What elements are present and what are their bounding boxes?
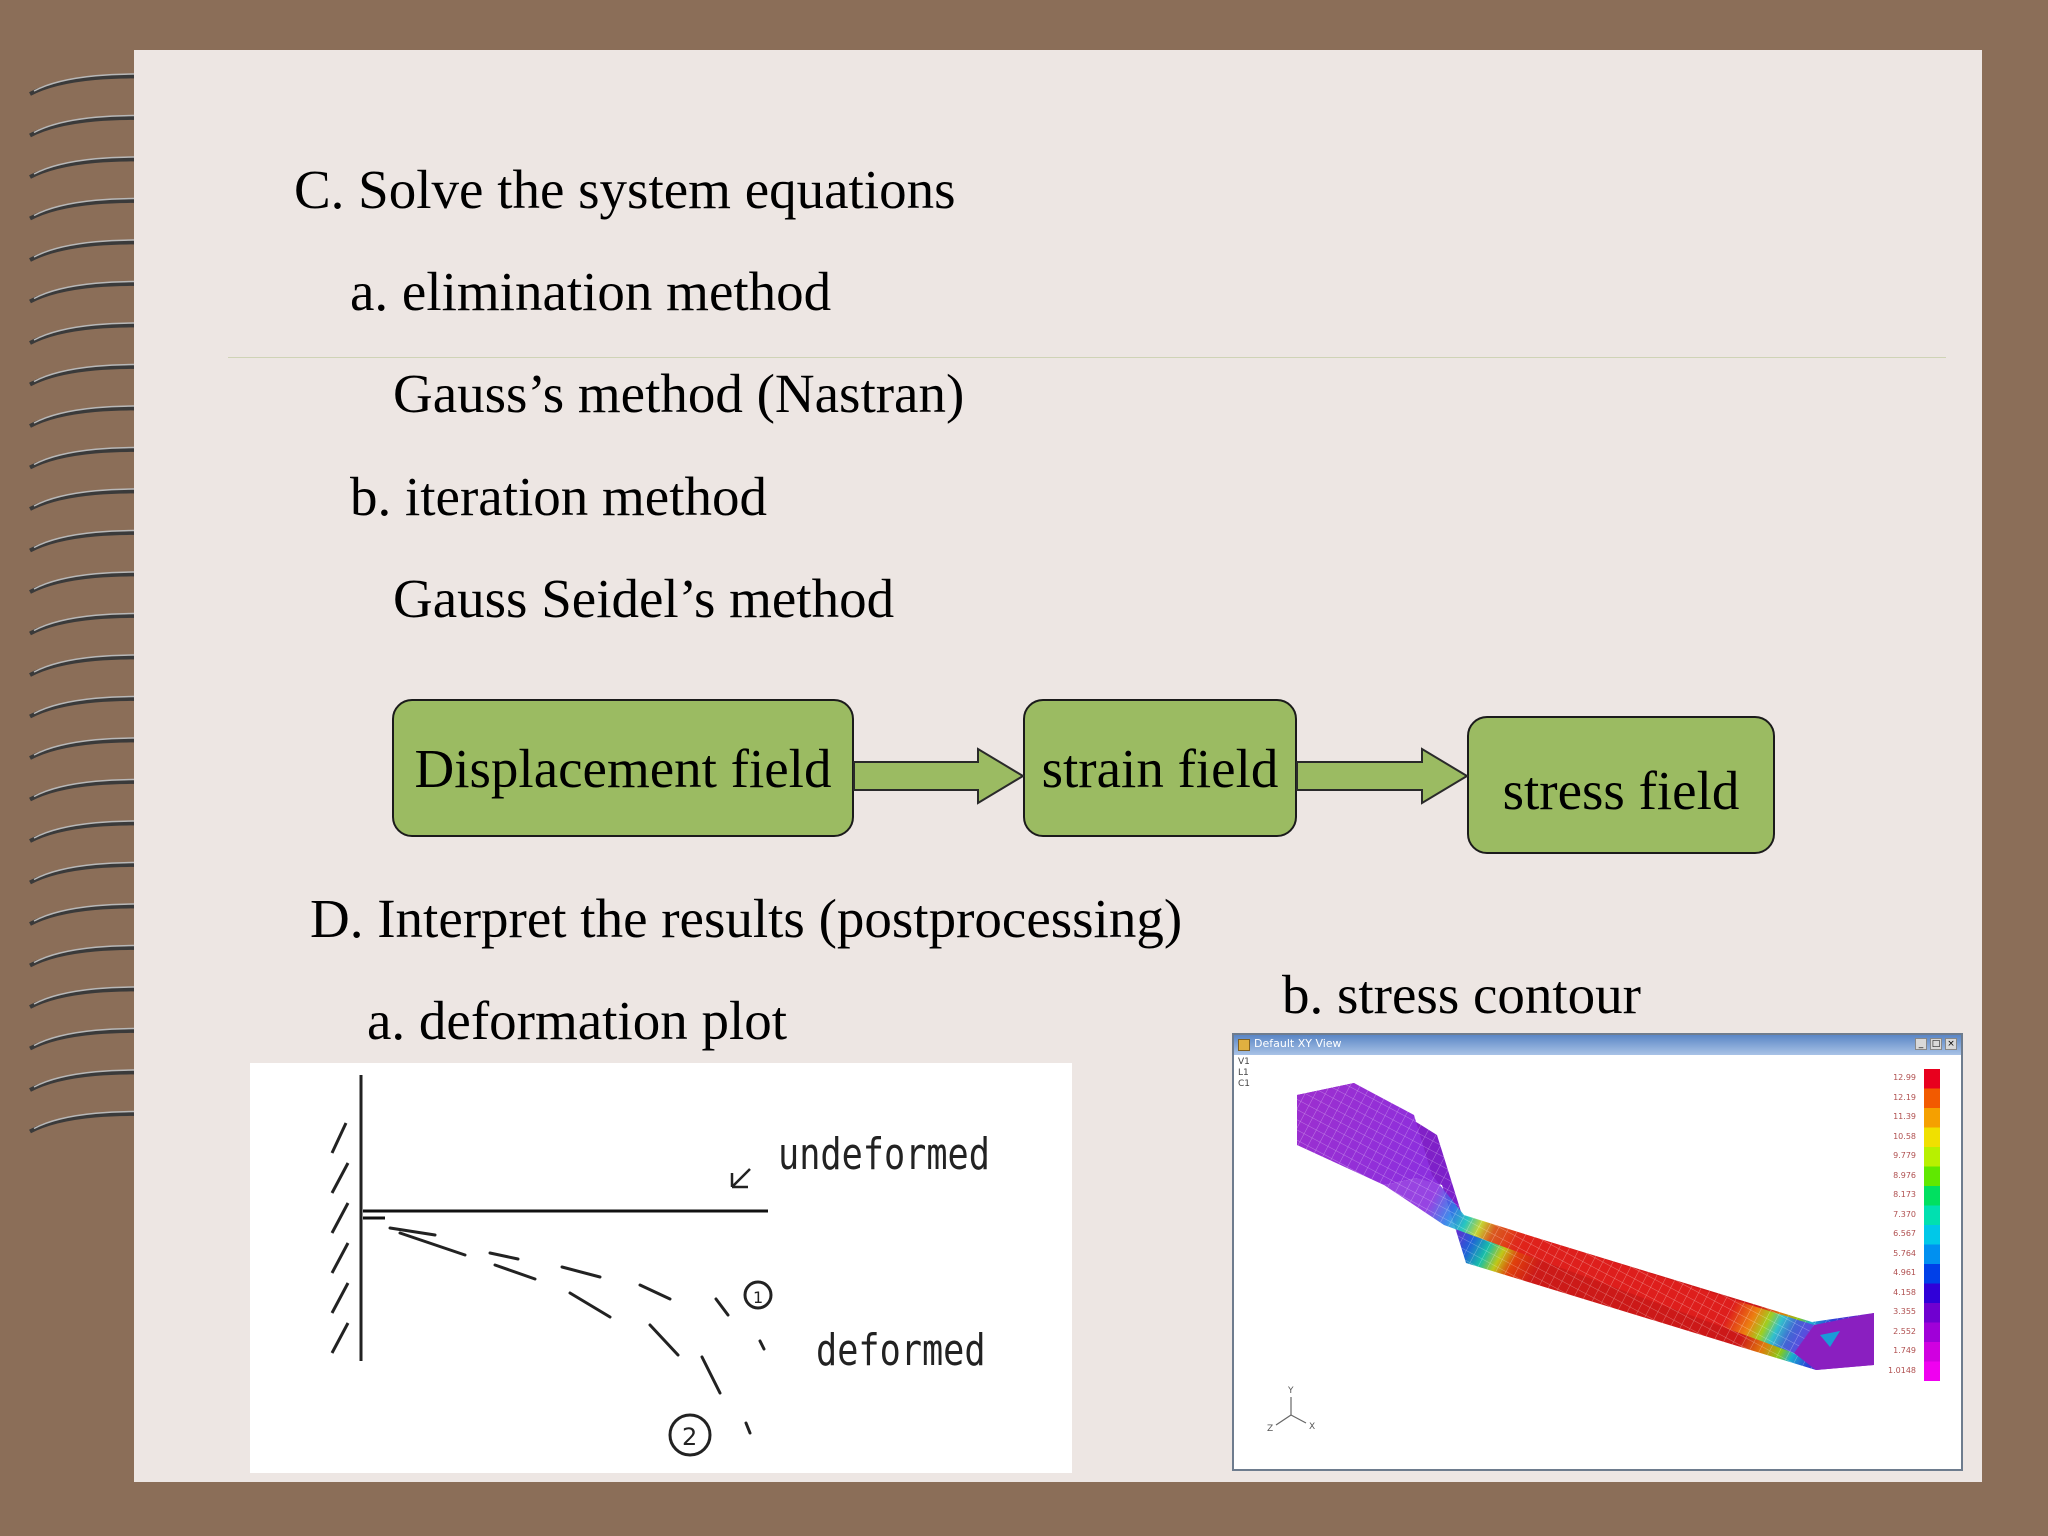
- close-button[interactable]: ×: [1945, 1038, 1957, 1050]
- flow-box-displacement: Displacement field: [392, 699, 854, 837]
- legend-swatch: [1924, 1342, 1940, 1362]
- legend-swatch: [1924, 1108, 1940, 1128]
- legend-swatch: [1924, 1283, 1940, 1303]
- app-icon: [1238, 1039, 1250, 1051]
- legend-value: 8.976: [1893, 1170, 1916, 1180]
- marker-2-circle: [668, 1413, 712, 1457]
- window-title: Default XY View: [1254, 1037, 1342, 1050]
- legend-value: 3.355: [1893, 1307, 1916, 1316]
- legend-value: 1.749: [1893, 1346, 1916, 1355]
- item-gauss-method: Gauss’s method (Nastran): [393, 363, 965, 424]
- deformed-label: deformed: [816, 1325, 986, 1376]
- marker-1-label: 1: [753, 1288, 763, 1307]
- maximize-button[interactable]: □: [1930, 1038, 1942, 1050]
- legend-value: 10.58: [1893, 1131, 1916, 1141]
- legend-swatch: [1924, 1127, 1940, 1147]
- stress-contour-model: Y Z X: [1267, 1069, 1940, 1434]
- legend-swatch: [1924, 1322, 1940, 1342]
- legend-swatch: [1924, 1186, 1940, 1206]
- view-label-l1: L1: [1238, 1068, 1249, 1078]
- legend-swatch: [1924, 1205, 1940, 1225]
- stress-legend-colorbar: [1924, 1069, 1940, 1381]
- marker-1-circle: [743, 1280, 773, 1310]
- flow-box-stress: stress field: [1467, 716, 1775, 854]
- legend-swatch: [1924, 1069, 1940, 1089]
- axis-label-x: X: [1309, 1422, 1315, 1432]
- legend-swatch: [1924, 1264, 1940, 1284]
- legend-value: 4.961: [1893, 1268, 1916, 1277]
- view-label-c1: C1: [1238, 1079, 1251, 1089]
- axis-label-y: Y: [1287, 1386, 1294, 1396]
- heading-solve-system: C. Solve the system equations: [294, 159, 956, 220]
- item-iteration-method: b. iteration method: [350, 466, 767, 527]
- legend-value: 6.567: [1893, 1229, 1916, 1238]
- legend-value: 2.552: [1893, 1326, 1916, 1336]
- item-deformation-plot: a. deformation plot: [367, 990, 788, 1051]
- divider-line: [228, 357, 1946, 358]
- axis-label-z: Z: [1267, 1424, 1273, 1434]
- legend-swatch: [1924, 1166, 1940, 1186]
- legend-value: 11.39: [1893, 1112, 1916, 1121]
- legend-swatch: [1924, 1244, 1940, 1264]
- stress-contour-window[interactable]: Default XY View _ □ × V1 L1 C1: [1232, 1033, 1963, 1471]
- legend-value: 7.370: [1893, 1209, 1916, 1219]
- item-stress-contour: b. stress contour: [1282, 964, 1641, 1025]
- heading-interpret-results: D. Interpret the results (postprocessing…: [310, 888, 1183, 949]
- legend-value: 1.0148: [1888, 1365, 1916, 1375]
- legend-swatch: [1924, 1303, 1940, 1323]
- legend-value: 9.779: [1893, 1151, 1916, 1160]
- legend-value: 12.19: [1893, 1092, 1916, 1102]
- window-titlebar[interactable]: Default XY View _ □ ×: [1234, 1035, 1961, 1055]
- legend-swatch: [1924, 1361, 1940, 1381]
- deformation-plot-image: 1 2 undeformed deformed: [250, 1063, 1072, 1473]
- view-label-v1: V1: [1238, 1057, 1250, 1067]
- legend-value: 12.99: [1893, 1073, 1916, 1082]
- undeformed-label: undeformed: [778, 1129, 990, 1180]
- minimize-button[interactable]: _: [1915, 1038, 1927, 1050]
- legend-value: 4.158: [1893, 1287, 1916, 1297]
- legend-swatch: [1924, 1088, 1940, 1108]
- legend-value: 5.764: [1893, 1248, 1916, 1258]
- legend-value: 8.173: [1893, 1190, 1916, 1199]
- legend-swatch: [1924, 1225, 1940, 1245]
- deformation-sketch: 1 2: [330, 1075, 773, 1457]
- flow-box-strain: strain field: [1023, 699, 1297, 837]
- item-gauss-seidel-method: Gauss Seidel’s method: [393, 568, 895, 629]
- item-elimination-method: a. elimination method: [350, 261, 832, 322]
- legend-swatch: [1924, 1147, 1940, 1167]
- marker-2-label: 2: [682, 1423, 697, 1451]
